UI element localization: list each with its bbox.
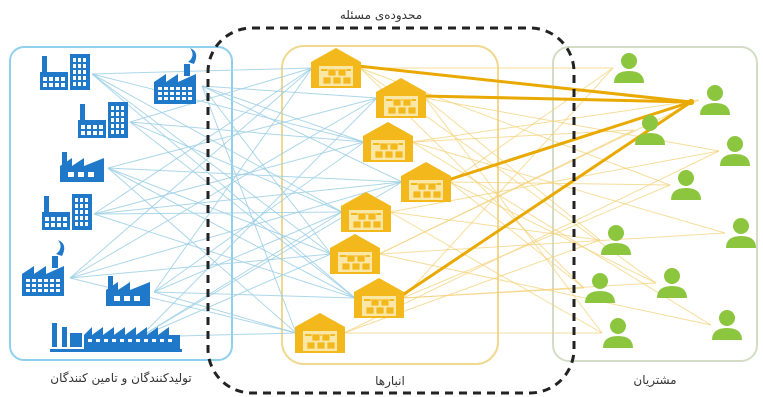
warehouse-customer-link bbox=[424, 97, 720, 152]
warehouse-icon bbox=[363, 122, 413, 162]
supplier-warehouse-link bbox=[139, 253, 332, 338]
warehouse-customer-link bbox=[424, 97, 601, 241]
warehouse-icon bbox=[330, 234, 380, 274]
customer-icon bbox=[712, 310, 742, 340]
supplier-warehouse-link bbox=[153, 67, 313, 293]
customers-panel bbox=[552, 46, 758, 362]
highlighted-route bbox=[421, 94, 693, 104]
suppliers-panel bbox=[9, 46, 233, 361]
warehouses-label: انبارها bbox=[375, 374, 405, 389]
customer-icon bbox=[657, 268, 687, 298]
supplier-warehouse-link bbox=[91, 67, 313, 75]
warehouse-customer-link bbox=[378, 129, 635, 255]
customer-icon bbox=[614, 53, 644, 83]
supplier-warehouse-link bbox=[153, 291, 297, 334]
customer-icon bbox=[585, 273, 615, 303]
supplier-warehouse-link bbox=[93, 213, 356, 299]
supplier-warehouse-link bbox=[201, 85, 365, 143]
highlighted-route bbox=[356, 64, 693, 104]
warehouse-customer-link bbox=[449, 181, 657, 284]
warehouse-customer-link bbox=[424, 97, 603, 334]
customer-icon bbox=[671, 170, 701, 200]
supplier-warehouse-link bbox=[153, 291, 356, 299]
customer-icon bbox=[700, 85, 730, 115]
supplier-warehouse-link bbox=[93, 181, 403, 215]
warehouse-customer-link bbox=[449, 181, 671, 186]
customer-icon bbox=[603, 318, 633, 348]
supplier-warehouse-link bbox=[107, 167, 297, 334]
warehouse-icon bbox=[354, 278, 404, 318]
supplier-warehouse-link bbox=[69, 181, 403, 279]
warehouse-customer-link bbox=[389, 211, 603, 334]
supplier-warehouse-link bbox=[107, 97, 378, 169]
warehouse-customer-link bbox=[449, 67, 614, 183]
warehouse-customer-link bbox=[389, 211, 601, 241]
supplier-warehouse-link bbox=[93, 211, 343, 215]
route-endpoint-dot bbox=[688, 99, 694, 105]
supplier-warehouse-link bbox=[153, 211, 343, 293]
supplier-warehouse-link bbox=[107, 167, 356, 299]
nodes-layer bbox=[22, 48, 756, 353]
warehouse-customer-link bbox=[402, 67, 614, 299]
supplier-warehouse-link bbox=[139, 211, 343, 338]
supplier-warehouse-link bbox=[129, 67, 313, 123]
warehouse-customer-link bbox=[378, 232, 726, 255]
factory-building-icon bbox=[78, 102, 128, 138]
warehouse-customer-link bbox=[343, 150, 720, 334]
smoking-factory-icon bbox=[22, 240, 65, 296]
warehouse-customer-link bbox=[449, 181, 585, 289]
supplier-warehouse-link bbox=[69, 277, 297, 334]
warehouse-customer-link bbox=[402, 184, 671, 299]
supplier-warehouse-link bbox=[91, 73, 332, 255]
supplier-warehouse-link bbox=[201, 85, 378, 99]
highlighted-route bbox=[446, 100, 693, 182]
supplier-warehouse-link bbox=[91, 73, 356, 299]
industrial-plant-icon bbox=[50, 323, 182, 352]
supplier-warehouse-link bbox=[69, 67, 313, 279]
supplier-warehouse-link bbox=[91, 73, 343, 213]
supplier-warehouse-link bbox=[69, 97, 378, 279]
supplier-warehouse-link bbox=[139, 97, 378, 338]
customer-icon bbox=[726, 218, 756, 248]
supplier-warehouse-link bbox=[201, 85, 297, 334]
supplier-warehouse-link bbox=[201, 85, 403, 183]
factory-building-icon bbox=[42, 194, 92, 230]
problem-boundary-label: محدوده‌ی مسئله bbox=[340, 8, 422, 23]
supplier-warehouse-link bbox=[93, 141, 365, 215]
supplier-warehouse-link bbox=[93, 67, 313, 215]
warehouse-icon bbox=[311, 48, 361, 88]
links-layer bbox=[69, 67, 726, 338]
warehouse-customer-link bbox=[411, 99, 700, 143]
supplier-warehouse-link bbox=[69, 253, 332, 279]
problem-boundary bbox=[206, 26, 576, 395]
warehouse-customer-link bbox=[402, 287, 585, 299]
suppliers-label: تولیدکنندگان و تامین کنندگان bbox=[50, 371, 191, 386]
customer-icon bbox=[720, 136, 750, 166]
warehouse-customer-link bbox=[411, 141, 726, 234]
supplier-warehouse-link bbox=[107, 167, 403, 183]
warehouse-icon bbox=[341, 192, 391, 232]
factory-icon bbox=[106, 276, 150, 306]
supplier-warehouse-link bbox=[129, 121, 343, 213]
factory-icon bbox=[60, 152, 104, 182]
customers-label: مشتریان bbox=[633, 373, 676, 388]
customer-icon bbox=[601, 225, 631, 255]
smoking-factory-icon bbox=[154, 48, 197, 104]
customer-icon bbox=[635, 115, 665, 145]
supplier-warehouse-link bbox=[107, 167, 332, 255]
warehouse-icon bbox=[376, 78, 426, 118]
supplier-warehouse-link bbox=[91, 73, 365, 143]
warehouse-icon bbox=[295, 313, 345, 353]
supplier-warehouse-link bbox=[129, 121, 356, 299]
warehouse-icon bbox=[401, 162, 451, 202]
factory-building-icon bbox=[40, 54, 90, 90]
